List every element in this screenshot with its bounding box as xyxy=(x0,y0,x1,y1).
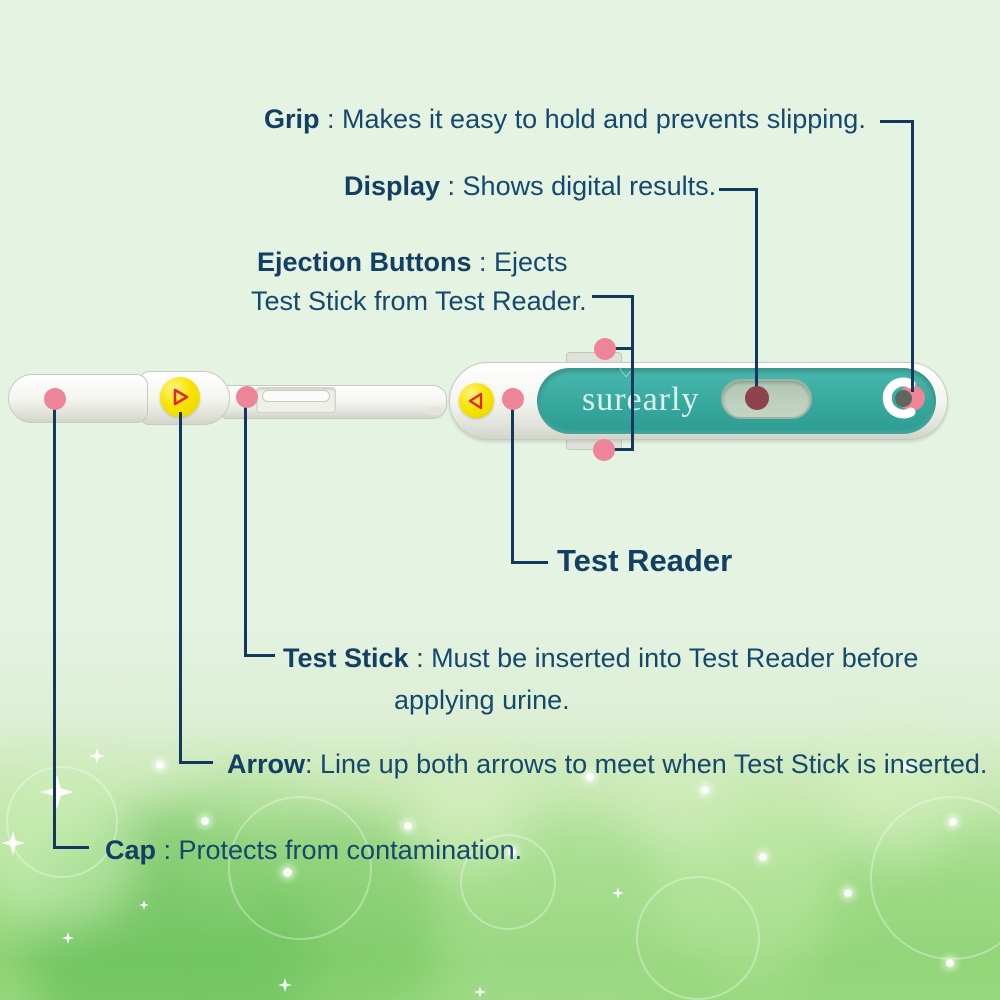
test-reader-leader-v xyxy=(511,408,514,564)
test-stick-label-line2: applying urine. xyxy=(394,683,570,717)
test-reader-label: Test Reader xyxy=(557,544,732,578)
reader-alignment-arrow-button xyxy=(459,383,494,418)
ejection-buttons-term: Ejection Buttons xyxy=(257,247,472,277)
arrow-desc: : Line up both arrows to meet when Test … xyxy=(305,749,988,779)
test-reader-leader-h xyxy=(511,561,548,564)
glow-dot xyxy=(201,817,209,825)
grip-leader-h xyxy=(880,120,914,123)
display-leader-v xyxy=(755,188,758,394)
glow-dot xyxy=(283,868,292,877)
test-stick-slot-window xyxy=(262,390,330,402)
arrow-leader-h xyxy=(179,761,213,764)
grip-hook-icon xyxy=(880,370,928,431)
bokeh-ring xyxy=(460,834,556,930)
grip-term: Grip xyxy=(264,104,320,134)
cap-term: Cap xyxy=(105,835,157,865)
bokeh-ring xyxy=(636,876,760,1000)
glow-dot xyxy=(701,786,709,794)
bokeh-ring xyxy=(228,796,372,940)
test-reader-term: Test Reader xyxy=(557,543,733,578)
display-desc: : Shows digital results. xyxy=(440,171,717,201)
grip-center-dot xyxy=(895,390,912,407)
ejection-buttons-label-line2: Test Stick from Test Reader. xyxy=(251,284,587,318)
display-window xyxy=(721,379,812,419)
test-stick-label: Test Stick : Must be inserted into Test … xyxy=(283,641,918,675)
grip-leader-v xyxy=(911,120,914,392)
cap-body xyxy=(8,374,148,423)
arrow-left-icon xyxy=(467,391,487,411)
cap-leader-v xyxy=(53,408,56,849)
glow-dot xyxy=(404,822,412,830)
ejection-bottom-marker-dot xyxy=(593,439,615,461)
sparkle-icon xyxy=(89,748,105,764)
cap-leader-h xyxy=(53,846,89,849)
test-stick-leader-v xyxy=(244,406,247,657)
test-stick-tip-notch xyxy=(428,407,442,415)
test-stick-leader-h xyxy=(244,654,275,657)
ejection-leader-h xyxy=(592,295,634,298)
test-stick-desc: : Must be inserted into Test Reader befo… xyxy=(408,643,919,673)
grip-label: Grip : Makes it easy to hold and prevent… xyxy=(264,102,866,136)
ejection-buttons-desc: : Ejects xyxy=(471,247,568,277)
test-reader-marker-dot xyxy=(502,388,524,410)
display-marker-dot xyxy=(745,386,769,410)
glow-dot xyxy=(156,761,164,769)
test-stick-marker-dot xyxy=(236,386,258,408)
ejection-leader-v xyxy=(631,295,634,451)
ejection-leader-tick-bottom xyxy=(612,448,634,451)
glow-dot xyxy=(844,889,852,897)
glow-dot xyxy=(949,818,957,826)
glow-dot xyxy=(904,762,912,770)
test-stick-desc2: applying urine. xyxy=(394,685,570,715)
glow-dot xyxy=(759,853,767,861)
heart-icon: ♡ xyxy=(618,361,635,381)
ejection-top-marker-dot xyxy=(594,338,616,360)
glow-dot xyxy=(586,773,594,781)
glow-dot xyxy=(508,848,516,856)
display-term: Display xyxy=(344,171,441,201)
arrow-leader-v xyxy=(179,412,182,764)
bokeh-blob xyxy=(630,750,730,850)
sparkle-icon xyxy=(139,900,149,910)
glow-dot xyxy=(946,959,954,967)
display-leader-h xyxy=(719,188,758,191)
grip-desc: : Makes it easy to hold and prevents sli… xyxy=(319,104,866,134)
display-label: Display : Shows digital results. xyxy=(344,169,716,203)
stick-alignment-arrow-button xyxy=(160,377,200,417)
cap-label: Cap : Protects from contamination. xyxy=(105,833,522,867)
arrow-right-icon xyxy=(169,386,191,408)
ejection-buttons-desc2: Test Stick from Test Reader. xyxy=(251,286,587,316)
arrow-label: Arrow: Line up both arrows to meet when … xyxy=(227,747,987,781)
test-stick-term: Test Stick xyxy=(283,643,409,673)
cap-desc: : Protects from contamination. xyxy=(156,835,523,865)
ejection-leader-tick-top xyxy=(614,347,634,350)
ejection-buttons-label: Ejection Buttons : Ejects xyxy=(257,245,568,279)
arrow-term: Arrow xyxy=(227,749,306,779)
bokeh-ring xyxy=(6,766,118,878)
brand-logo: surearly xyxy=(582,381,700,418)
cap-marker-dot xyxy=(44,388,66,410)
